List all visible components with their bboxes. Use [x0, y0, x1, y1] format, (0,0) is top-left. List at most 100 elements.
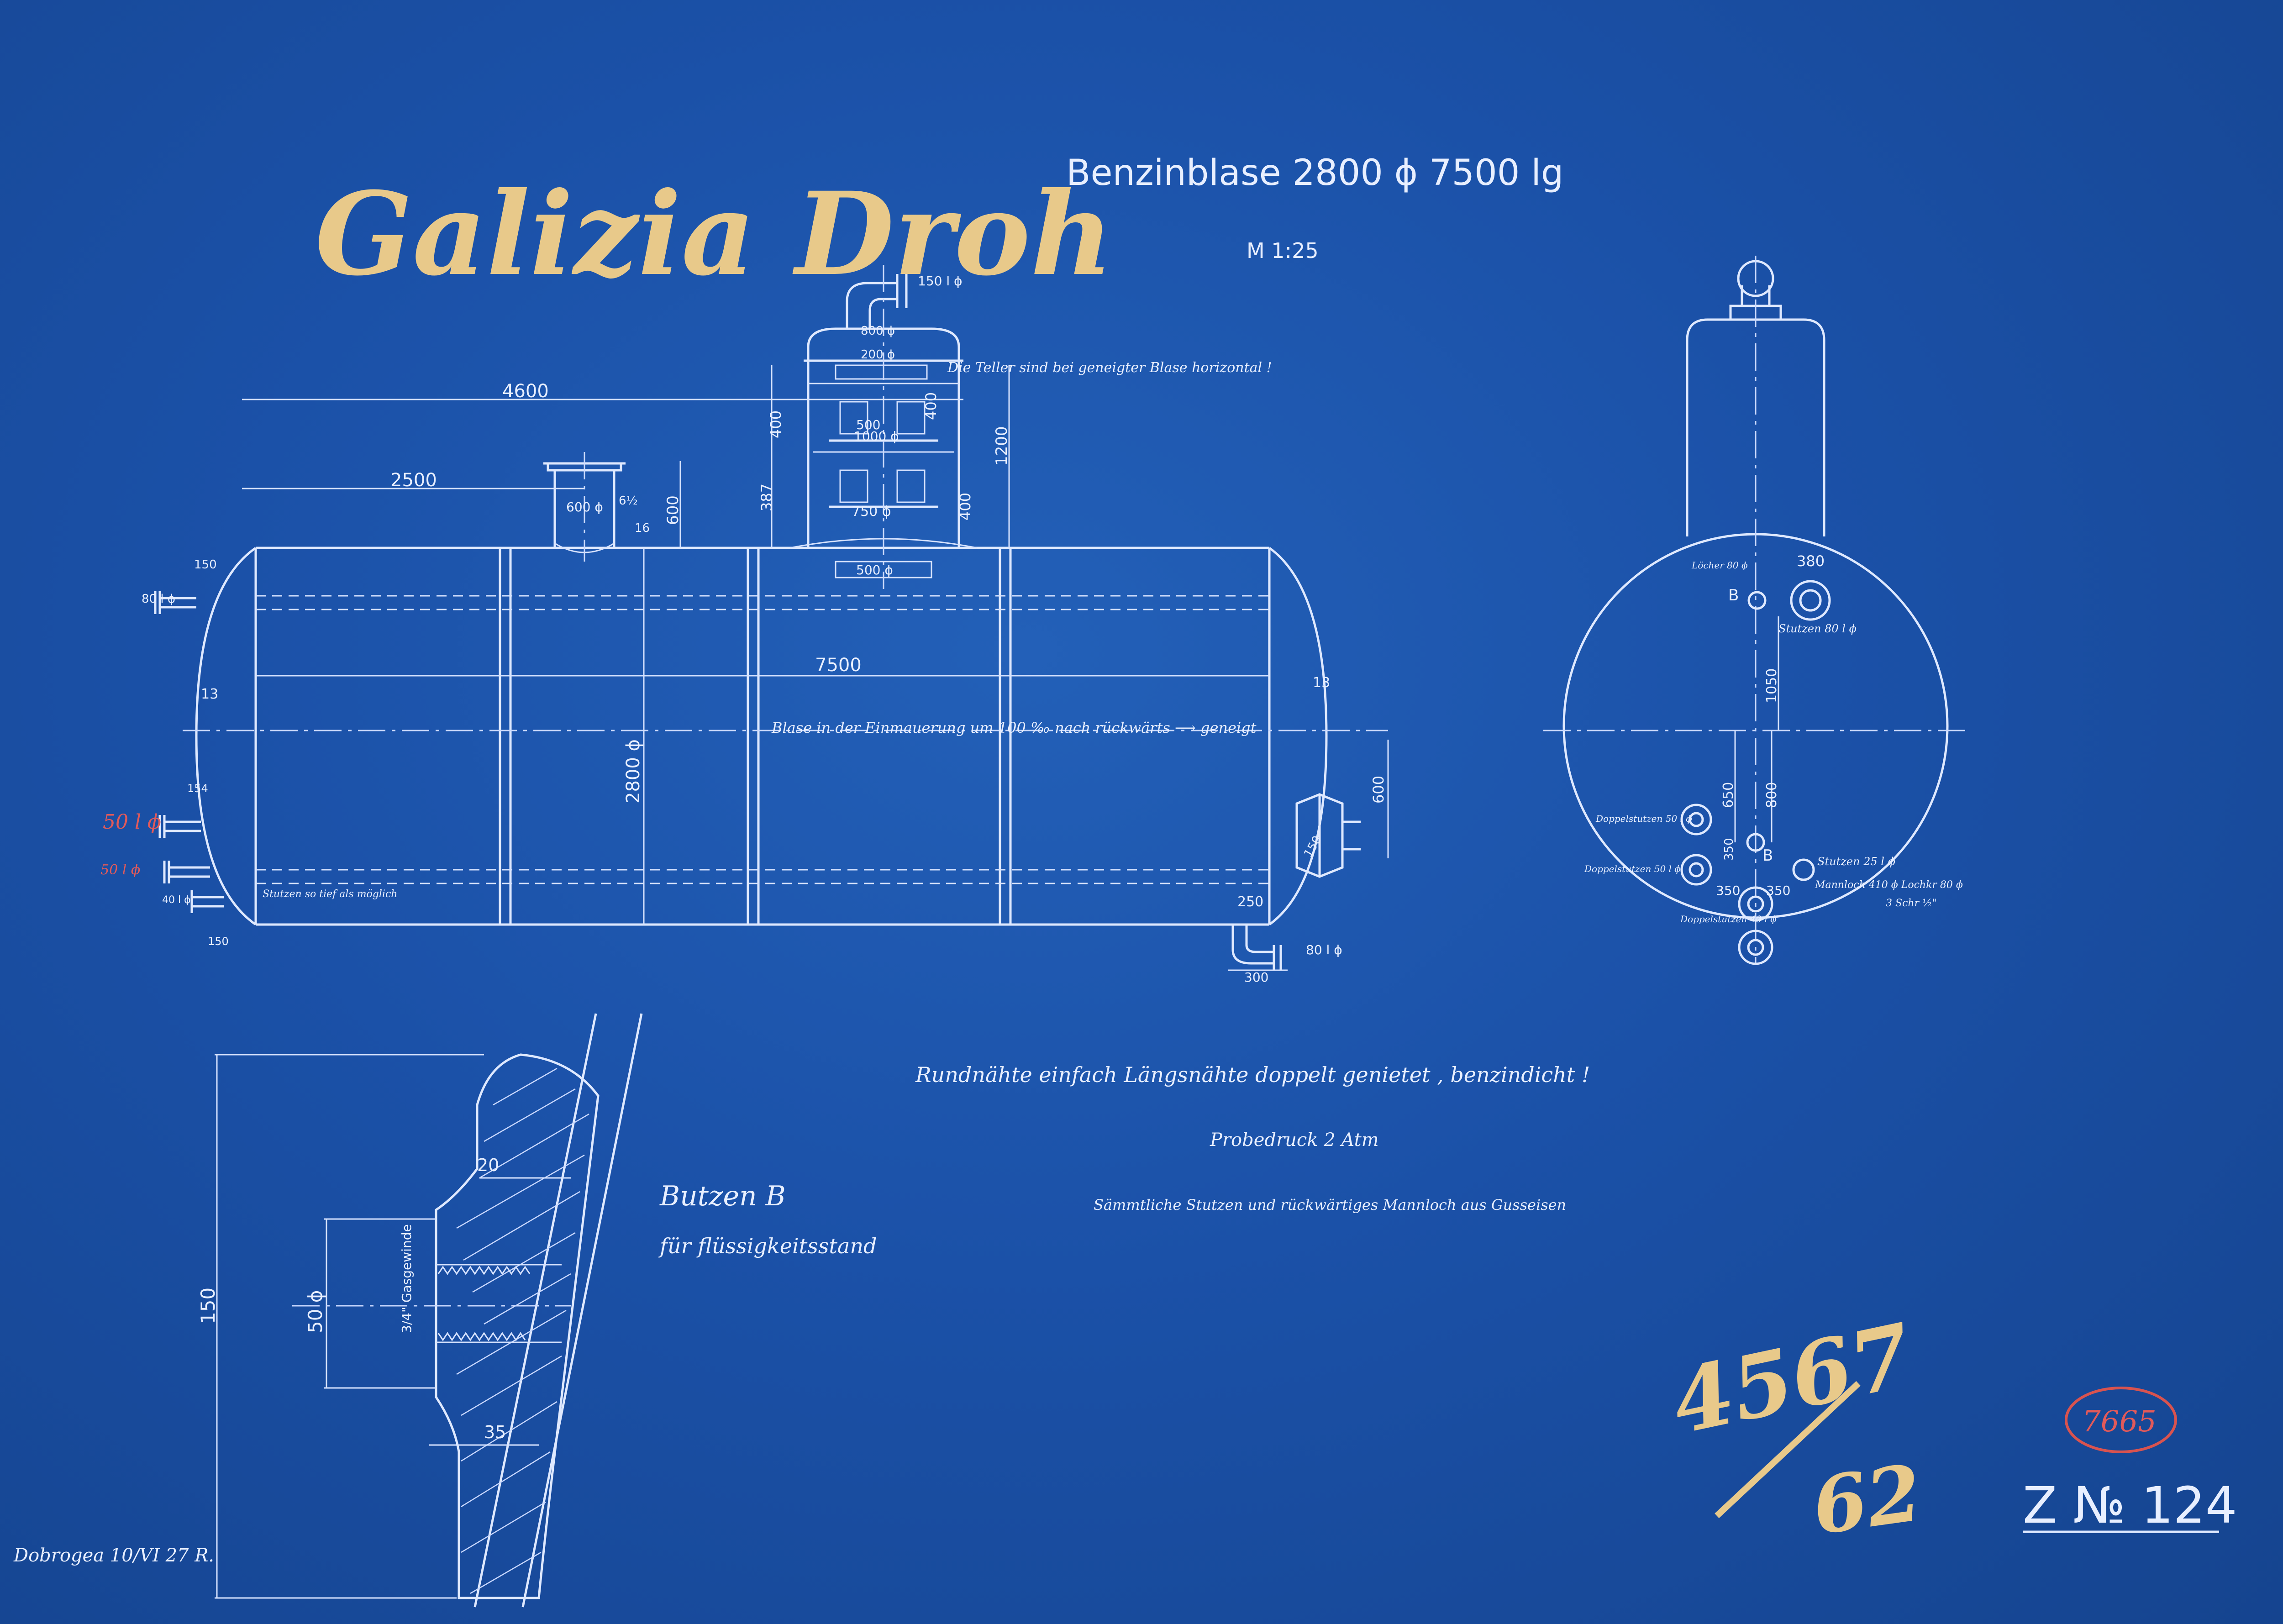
tray-top — [835, 364, 928, 380]
front-nozzles — [154, 591, 224, 913]
note-material: Sämmtliche Stutzen und rückwärtiges Mann… — [1094, 1196, 1566, 1214]
red-annotation-1: 50 l ϕ — [103, 810, 161, 834]
end-schr-label: 3 Schr ½" — [1886, 898, 1937, 909]
detail-thread-top — [437, 1266, 531, 1275]
end-stutzen-80-inner — [1799, 589, 1822, 612]
hatch-line-13 — [470, 1551, 542, 1594]
dim-dome-750: 750 ϕ — [852, 504, 891, 520]
hatch-line-9 — [461, 1355, 562, 1416]
detail-subtitle: für flüssigkeitsstand — [658, 1234, 877, 1258]
note-pressure: Probedruck 2 Atm — [1210, 1130, 1379, 1151]
side-view: 4600 2500 7500 2800 ϕ 600 600 ϕ 6½ 16 12… — [100, 265, 1389, 985]
end-hole-b2 — [1746, 833, 1765, 852]
detail-dim-35: 35 — [484, 1422, 506, 1442]
dim-dome-500: 500 — [856, 417, 880, 432]
dim-front-13: 13 — [201, 686, 218, 702]
dim-dome-1000: 1000 ϕ — [854, 429, 899, 444]
dim-6half: 6½ — [619, 494, 638, 508]
dim-7500: 7500 — [815, 655, 862, 676]
dim-bottom-250: 250 — [1237, 894, 1263, 910]
detail-butzen-b: 150 50 ϕ 3/4" Gasgewinde 20 35 Butzen B … — [197, 1013, 877, 1608]
end-stutzen-25-label: Stutzen 25 l ϕ — [1817, 855, 1895, 868]
dim-nozzle-150: 150 l ϕ — [918, 273, 963, 289]
chalk-number: 4567 — [1663, 1304, 1921, 1454]
drawing-title: Benzinblase 2800 ϕ 7500 lg — [1066, 152, 1563, 194]
dim-dome-500b: 500 ϕ — [856, 562, 893, 578]
drawing-number: Z № 124 — [2023, 1476, 2237, 1535]
dim-bottom-150: 150 — [208, 935, 229, 948]
hatch-line-3 — [479, 1113, 589, 1179]
corner-block: 4567 62 7665 Z № 124 Dobrogea 10/VI 27 R… — [13, 1304, 2237, 1566]
detail-shell-line-outer — [473, 1013, 597, 1608]
front-nozzle-40 — [190, 890, 224, 913]
dim-rear-150: 150 — [1301, 834, 1325, 860]
tray-note: Die Teller sind bei geneigter Blase hori… — [947, 360, 1272, 376]
end-doppel-2-outer — [1680, 854, 1712, 886]
end-dim-350-a: 350 — [1722, 838, 1736, 861]
end-doppel-3-label: Doppelstutzen 40 l ϕ — [1680, 914, 1777, 925]
handwritten-title: Galizia Droh — [315, 167, 1113, 301]
dim-manhole-600: 600 — [664, 495, 682, 525]
end-dim-800: 800 — [1764, 782, 1780, 808]
hatch-line-5 — [463, 1191, 580, 1261]
front-nozzle-50-1 — [158, 815, 201, 838]
chalk-sub-number: 62 — [1807, 1447, 1927, 1553]
dim-front-150: 150 — [194, 558, 217, 572]
hatch-line-7 — [484, 1273, 571, 1325]
dim-front-80: 80 l ϕ — [142, 592, 175, 606]
tray-bubble-cap-4 — [896, 469, 926, 503]
dim-dome-400c: 400 — [957, 493, 974, 520]
detail-dim-150: 150 — [197, 1288, 219, 1324]
rear-fittings — [1231, 793, 1361, 970]
dim-dome-800: 800 ϕ — [861, 324, 895, 338]
end-dim-350-b: 350 — [1716, 883, 1740, 898]
hatch-line-6 — [472, 1232, 576, 1293]
end-drain-outer — [1738, 930, 1773, 965]
detail-dim-20: 20 — [477, 1155, 499, 1175]
detail-hatching — [456, 1067, 589, 1594]
end-loecher: Löcher 80 ϕ — [1691, 560, 1748, 571]
end-dim-380: 380 — [1797, 552, 1825, 570]
hatch-line-2 — [484, 1088, 576, 1142]
end-label-b1: B — [1728, 586, 1739, 604]
tray-bubble-cap-3 — [839, 469, 868, 503]
vapor-outlet-pipe — [846, 274, 908, 329]
detail-dim-50: 50 ϕ — [304, 1290, 326, 1334]
detail-dim-34: 3/4" Gasgewinde — [399, 1224, 414, 1333]
red-stamp-oval — [2065, 1387, 2177, 1453]
side-dimensions — [242, 365, 1389, 971]
dim-387: 387 — [758, 484, 775, 511]
dim-front-154: 154 — [187, 782, 208, 795]
hatch-line-12 — [461, 1501, 546, 1553]
end-doppel-1-label: Doppelstutzen 50 l ϕ — [1595, 813, 1692, 824]
hatch-line-11 — [461, 1451, 551, 1508]
end-stutzen-80-label: Stutzen 80 l ϕ — [1778, 622, 1857, 635]
rear-dished-head — [1268, 547, 1328, 926]
end-stutzen-80-outer — [1790, 580, 1831, 621]
dim-bottom-80: 80 l ϕ — [1306, 942, 1342, 957]
dim-16: 16 — [635, 521, 650, 535]
scale-label: M 1:25 — [1247, 238, 1319, 263]
dim-1200: 1200 — [993, 426, 1011, 466]
hatch-line-10 — [461, 1401, 558, 1462]
chalk-fraction-line — [1715, 1381, 1861, 1519]
red-annotation-2: 50 l ϕ — [100, 862, 140, 878]
rear-manhole — [1295, 793, 1361, 878]
tray-bubble-cap-2 — [896, 401, 926, 435]
signature: Dobrogea 10/VI 27 R. — [13, 1545, 214, 1566]
dim-rear-13: 13 — [1313, 675, 1330, 691]
red-stamp-number: 7665 — [2082, 1405, 2157, 1439]
tray-bubble-cap-1 — [839, 401, 868, 435]
dim-bottom-300: 300 — [1244, 970, 1268, 985]
dim-4600: 4600 — [502, 381, 549, 402]
end-doppel-1-inner — [1689, 812, 1704, 827]
front-dished-head — [195, 547, 257, 926]
dim-2800: 2800 ϕ — [623, 739, 644, 804]
dim-dome-400a: 400 — [767, 410, 784, 438]
end-view: B B Löcher 80 ϕ 380 Stutzen 80 l ϕ 1050 … — [1543, 256, 1968, 965]
hatch-line-4 — [456, 1154, 585, 1229]
end-manhole-outer — [1738, 886, 1773, 922]
detail-shell-line-inner — [521, 1013, 643, 1608]
